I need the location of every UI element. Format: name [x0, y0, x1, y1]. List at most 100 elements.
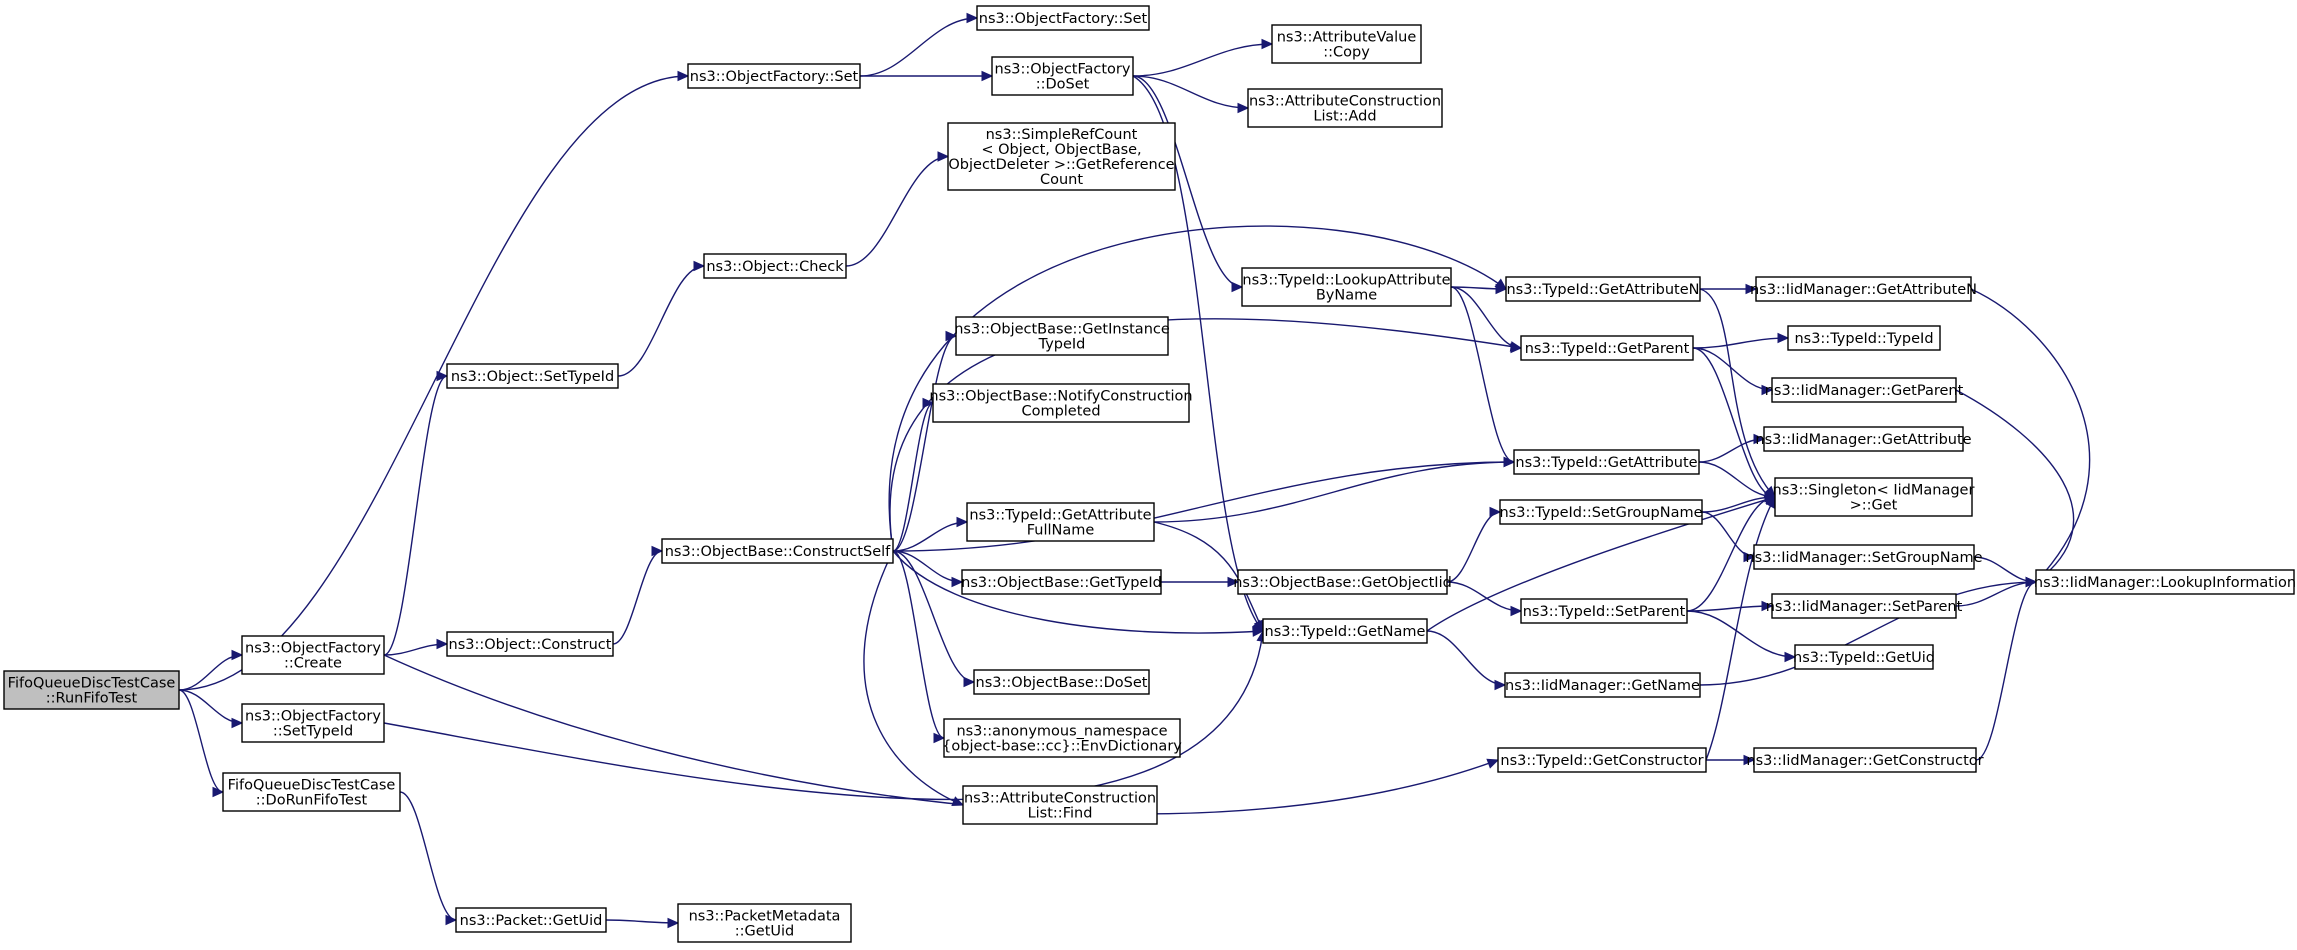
arrowhead-root-to-of_set — [677, 70, 690, 82]
node-iid_setgroup[interactable]: ns3::IidManager::SetGroupName — [1745, 544, 1983, 570]
node-root[interactable]: FifoQueueDiscTestCase::RunFifoTest — [3, 670, 180, 710]
node-of_set[interactable]: ns3::ObjectFactory::Set — [687, 63, 861, 89]
arrowhead-tid_getname-to-iid_getname — [1494, 679, 1507, 691]
node-iid_lookup[interactable]: ns3::IidManager::LookupInformation — [2034, 569, 2296, 595]
node-of_doset[interactable]: ns3::ObjectFactory::DoSet — [991, 56, 1134, 96]
node-box-iid_getattr[interactable] — [1763, 426, 1964, 452]
edge-of_doset-to-av_copy — [1132, 43, 1273, 77]
edge-iid_getctor-to-iid_lookup — [1975, 581, 2037, 761]
node-box-iid_setgroup[interactable] — [1753, 544, 1975, 570]
node-box-dorunfifo[interactable] — [222, 772, 401, 812]
node-envdict[interactable]: ns3::anonymous_namespace{object-base::cc… — [942, 718, 1182, 758]
edge-pkt_getuid-to-pm_getuid — [605, 919, 679, 924]
node-tid_getattr[interactable]: ns3::TypeId::GetAttribute — [1513, 449, 1700, 475]
node-tid_setparent[interactable]: ns3::TypeId::SetParent — [1520, 598, 1688, 624]
node-box-pm_getuid[interactable] — [677, 903, 852, 943]
node-tid_typeid[interactable]: ns3::TypeId::TypeId — [1787, 325, 1941, 351]
node-box-tid_setparent[interactable] — [1520, 598, 1688, 624]
node-iid_getparent[interactable]: ns3::IidManager::GetParent — [1765, 377, 1964, 403]
node-obj_construct[interactable]: ns3::Object::Construct — [446, 631, 614, 657]
node-pm_getuid[interactable]: ns3::PacketMetadata::GetUid — [677, 903, 852, 943]
edge-ob_construct-to-ob_notify — [892, 402, 934, 552]
node-box-of_create[interactable] — [241, 635, 385, 675]
arrowhead-obj_check-to-srefcount — [937, 151, 950, 162]
node-box-ob_getinst[interactable] — [955, 316, 1169, 356]
node-box-of_settypeid[interactable] — [241, 703, 385, 743]
node-box-obj_settypeid[interactable] — [446, 363, 619, 389]
node-box-iid_getattrn[interactable] — [1755, 276, 1972, 302]
node-box-of_set2[interactable] — [976, 5, 1150, 31]
node-ob_getobjiid[interactable]: ns3::ObjectBase::GetObjectIid — [1233, 569, 1452, 595]
node-box-tid_typeid[interactable] — [1787, 325, 1941, 351]
node-box-ob_getobjiid[interactable] — [1237, 569, 1448, 595]
node-box-iid_lookup[interactable] — [2035, 569, 2295, 595]
node-box-root[interactable] — [3, 670, 180, 710]
node-box-tid_setgroup[interactable] — [1499, 499, 1703, 525]
node-box-av_copy[interactable] — [1271, 24, 1422, 64]
node-box-srefcount[interactable] — [947, 122, 1176, 191]
node-box-iid_getname[interactable] — [1504, 672, 1701, 698]
node-tid_setgroup[interactable]: ns3::TypeId::SetGroupName — [1499, 499, 1703, 525]
node-of_settypeid[interactable]: ns3::ObjectFactory::SetTypeId — [241, 703, 385, 743]
node-box-tid_getparent[interactable] — [1520, 335, 1694, 361]
node-box-tid_getattrn[interactable] — [1505, 276, 1701, 302]
node-box-obj_check[interactable] — [703, 253, 847, 279]
node-ob_notify[interactable]: ns3::ObjectBase::NotifyConstructionCompl… — [929, 383, 1193, 423]
node-box-singleton[interactable] — [1774, 477, 1973, 517]
node-box-ob_gettypeid[interactable] — [961, 569, 1162, 595]
node-tid_getattrn[interactable]: ns3::TypeId::GetAttributeN — [1505, 276, 1701, 302]
node-ob_doset[interactable]: ns3::ObjectBase::DoSet — [973, 669, 1150, 695]
node-iid_getattrn[interactable]: ns3::IidManager::GetAttributeN — [1750, 276, 1977, 302]
node-iid_getctor[interactable]: ns3::IidManager::GetConstructor — [1746, 747, 1984, 773]
node-box-iid_getparent[interactable] — [1771, 377, 1957, 403]
edge-ob_construct-to-ob_getinst — [892, 335, 957, 552]
edge-tid_getattrfull-to-tid_getname — [1153, 521, 1264, 632]
node-ob_construct[interactable]: ns3::ObjectBase::ConstructSelf — [661, 538, 894, 564]
arrowhead-tid_getctor-to-iid_getctor — [1743, 754, 1756, 766]
node-box-acl_add[interactable] — [1247, 88, 1443, 128]
node-obj_settypeid[interactable]: ns3::Object::SetTypeId — [446, 363, 619, 389]
node-box-tid_getctor[interactable] — [1497, 747, 1707, 773]
arrowhead-of_doset-to-av_copy — [1261, 38, 1274, 50]
node-srefcount[interactable]: ns3::SimpleRefCount< Object, ObjectBase,… — [947, 122, 1176, 191]
node-iid_getname[interactable]: ns3::IidManager::GetName — [1504, 672, 1701, 698]
node-iid_getattr[interactable]: ns3::IidManager::GetAttribute — [1755, 426, 1972, 452]
node-box-pkt_getuid[interactable] — [455, 907, 607, 933]
node-box-of_doset[interactable] — [991, 56, 1134, 96]
node-box-tid_getattr[interactable] — [1513, 449, 1700, 475]
node-iid_setparent[interactable]: ns3::IidManager::SetParent — [1766, 593, 1963, 619]
node-box-of_set[interactable] — [687, 63, 861, 89]
node-box-tid_getattrfull[interactable] — [966, 502, 1155, 542]
edge-iid_getattrn-to-iid_lookup — [1970, 288, 2091, 583]
arrowhead-ob_construct-to-ob_notify — [922, 397, 935, 409]
arrowhead-tid_getparent-to-iid_getparent — [1761, 384, 1774, 396]
node-ob_gettypeid[interactable]: ns3::ObjectBase::GetTypeId — [961, 569, 1162, 595]
node-box-tid_getname[interactable] — [1262, 618, 1428, 644]
node-dorunfifo[interactable]: FifoQueueDiscTestCase::DoRunFifoTest — [222, 772, 401, 812]
node-tid_getname[interactable]: ns3::TypeId::GetName — [1262, 618, 1428, 644]
node-box-iid_setparent[interactable] — [1771, 593, 1957, 619]
node-box-tid_lookup[interactable] — [1241, 267, 1452, 307]
node-box-envdict[interactable] — [943, 718, 1181, 758]
node-of_create[interactable]: ns3::ObjectFactory::Create — [241, 635, 385, 675]
node-tid_getparent[interactable]: ns3::TypeId::GetParent — [1520, 335, 1694, 361]
node-box-obj_construct[interactable] — [446, 631, 614, 657]
node-tid_getctor[interactable]: ns3::TypeId::GetConstructor — [1497, 747, 1707, 773]
node-box-acl_find[interactable] — [962, 785, 1158, 825]
node-singleton[interactable]: ns3::Singleton< IidManager>::Get — [1773, 477, 1975, 517]
node-pkt_getuid[interactable]: ns3::Packet::GetUid — [455, 907, 607, 933]
node-tid_getuid[interactable]: ns3::TypeId::GetUid — [1793, 644, 1935, 670]
node-obj_check[interactable]: ns3::Object::Check — [703, 253, 847, 279]
node-av_copy[interactable]: ns3::AttributeValue::Copy — [1271, 24, 1422, 64]
node-of_set2[interactable]: ns3::ObjectFactory::Set — [976, 5, 1150, 31]
node-box-iid_getctor[interactable] — [1753, 747, 1977, 773]
node-box-tid_getuid[interactable] — [1794, 644, 1934, 670]
node-box-ob_doset[interactable] — [973, 669, 1150, 695]
node-box-ob_construct[interactable] — [661, 538, 894, 564]
node-box-ob_notify[interactable] — [932, 383, 1190, 423]
